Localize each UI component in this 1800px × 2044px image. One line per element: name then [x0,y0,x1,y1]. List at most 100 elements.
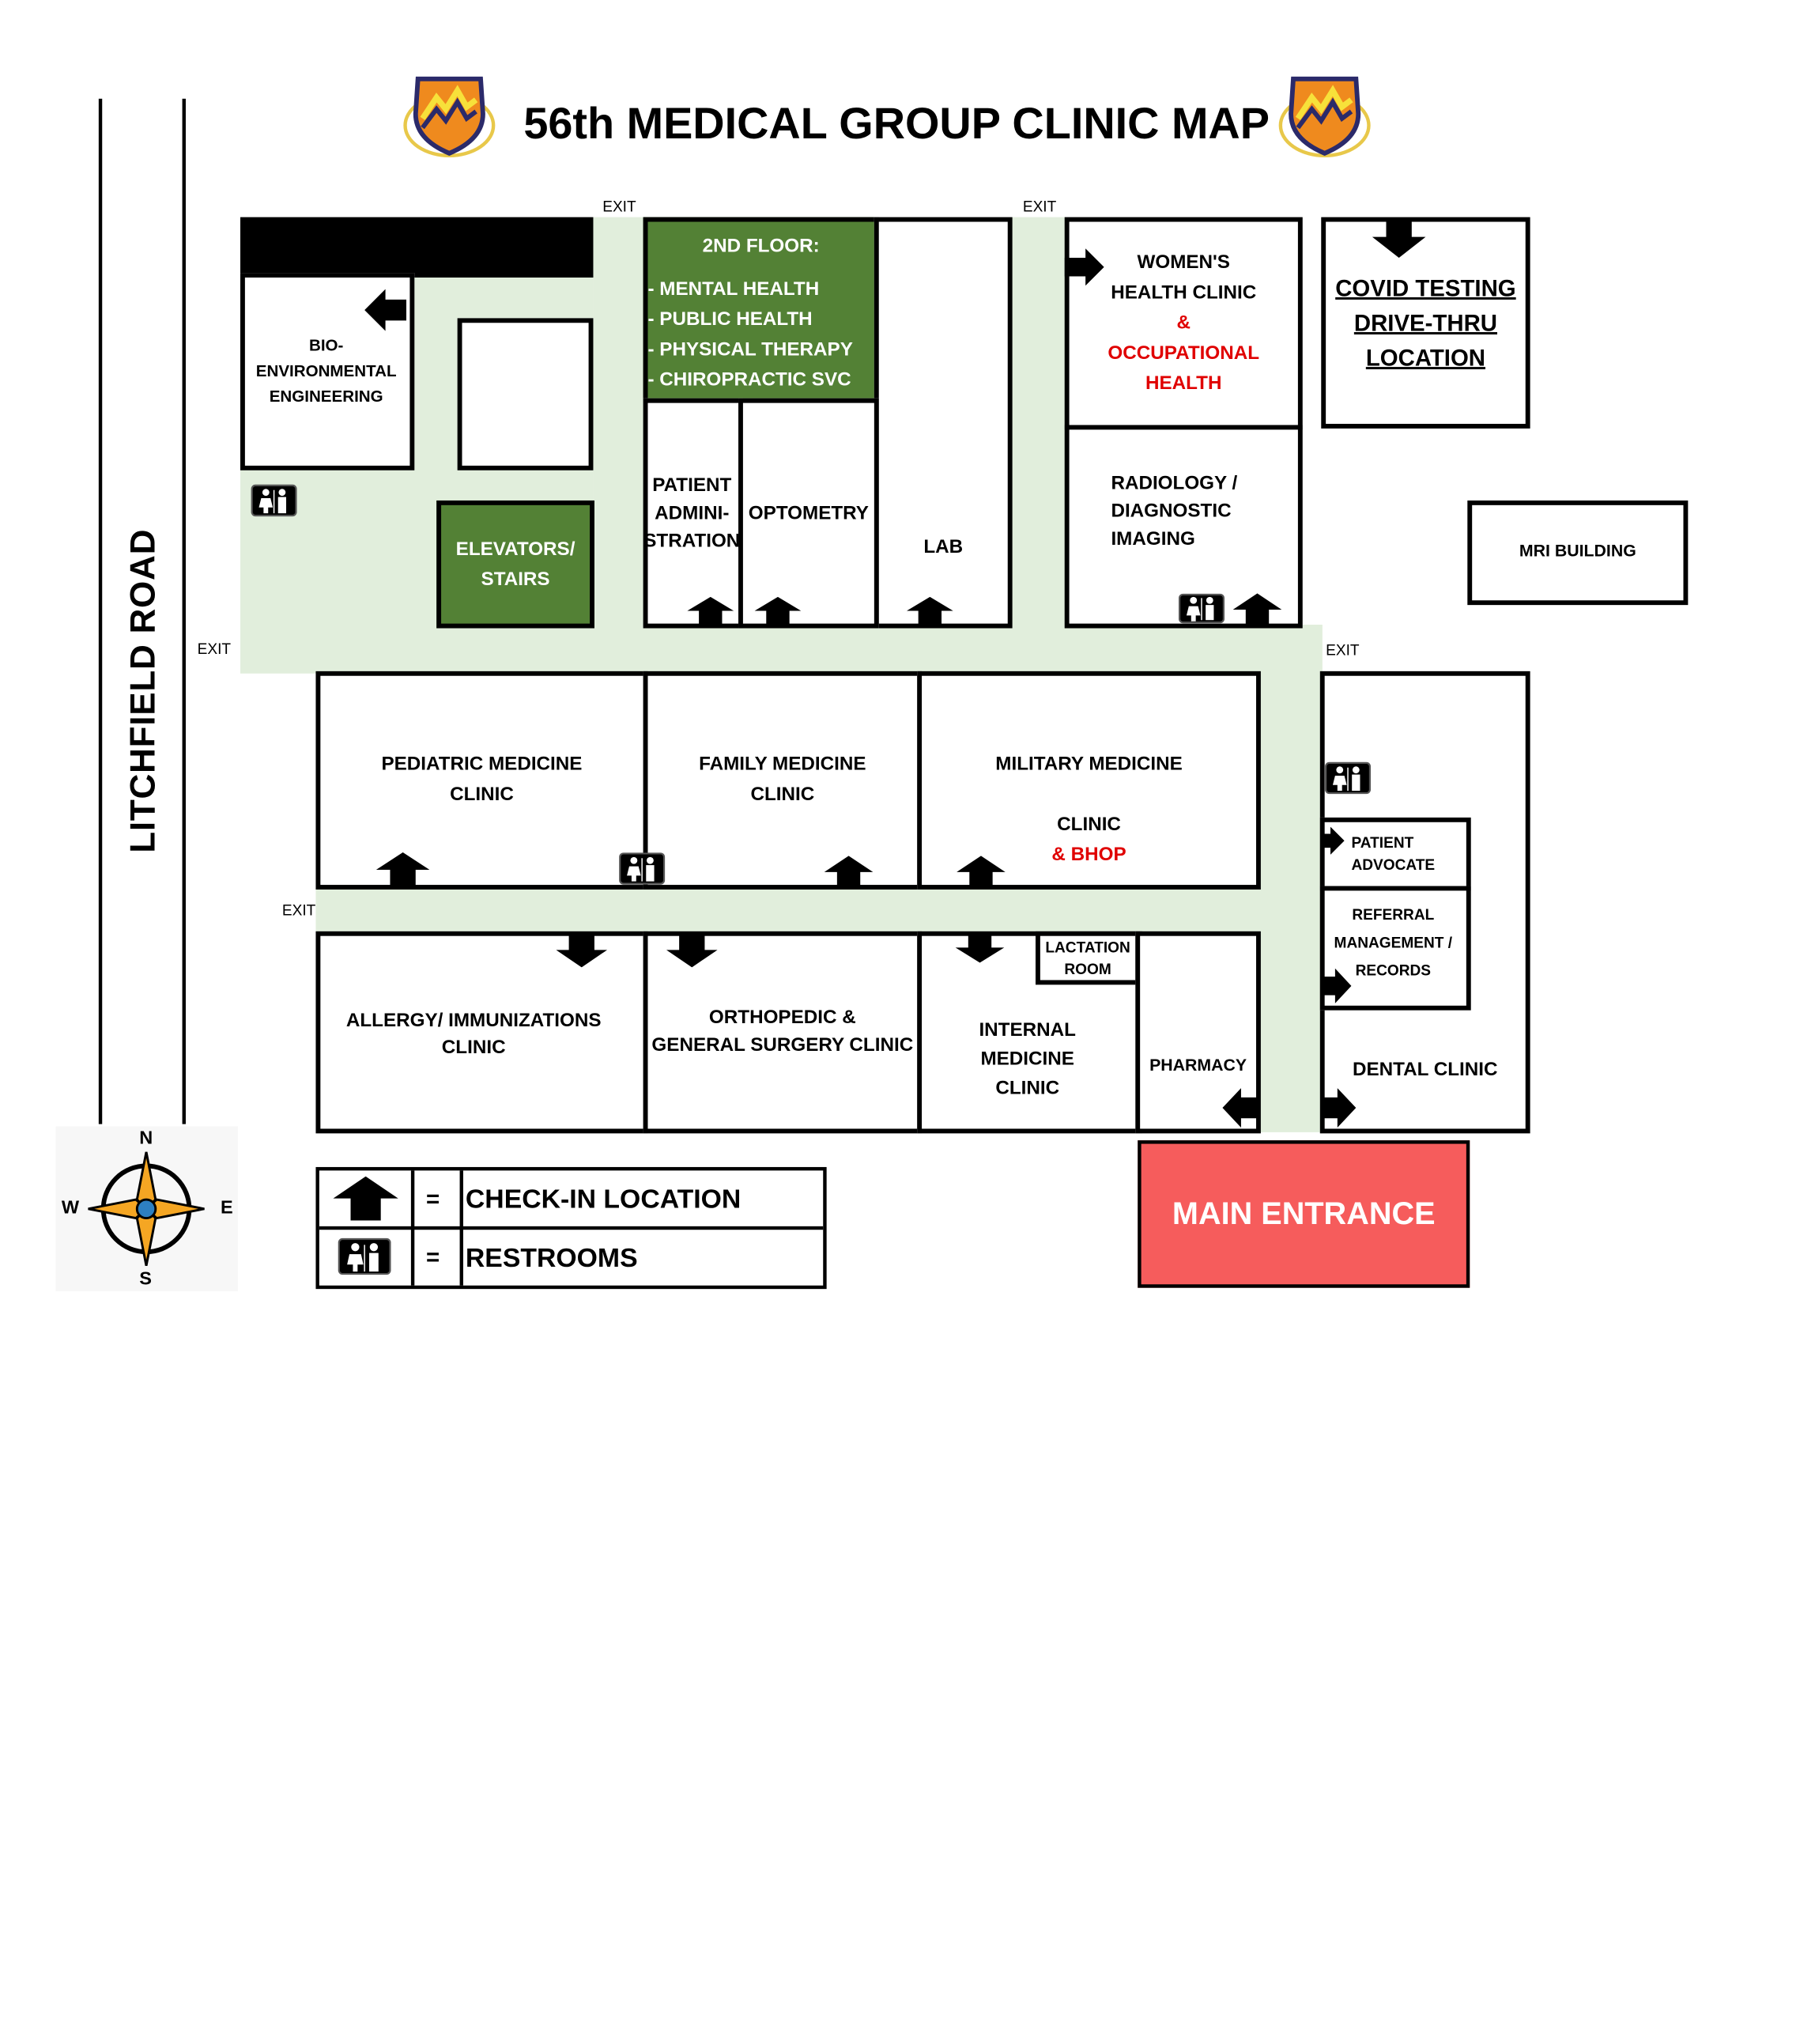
room-pharmacy [1135,931,1261,1134]
room-unlabeled-nw [457,318,594,470]
exit-label: EXIT [1022,197,1057,215]
hallway-east-ns [1258,625,1323,1132]
second-floor-item: - PUBLIC HEALTH [647,308,813,331]
label-womens-health: WOMEN'S HEALTH CLINIC [1111,251,1257,304]
label-orthopedic-surgery: ORTHOPEDIC & GENERAL SURGERY CLINIC [651,1007,914,1056]
label-allergy-immunizations: ALLERGY/ IMMUNIZATIONS CLINIC [345,1010,602,1058]
checkin-arrow-icon [1222,1088,1260,1133]
room-second-floor [643,217,879,403]
checkin-arrow-icon [754,596,802,631]
room-patient-administration [643,398,743,629]
legend-divider-v2 [459,1170,463,1286]
room-lab [874,217,1013,629]
room-optometry [738,398,879,629]
restroom-icon [619,852,666,890]
legend-restrooms-label: RESTROOMS [465,1242,638,1273]
label-womens-amp: & [1176,312,1191,334]
room-allergy-immunizations [315,931,648,1134]
label-dental-clinic: DENTAL CLINIC [1352,1059,1498,1080]
legend-divider-h [319,1226,824,1230]
room-family-medicine [643,671,923,890]
checkin-arrow-icon [666,932,718,973]
exit-label: EXIT [602,197,636,215]
compass: N S W E [55,1126,239,1292]
label-military-clinic-line: CLINIC & BHOP [917,779,1261,870]
legend-divider-v1 [410,1170,415,1286]
room-mri-building [1467,500,1689,606]
checkin-arrow-icon [1321,968,1352,1009]
legend: = = CHECK-IN LOCATION RESTROOMS [315,1166,827,1290]
medical-group-crest-left-icon [402,67,496,162]
compass-n: N [139,1128,153,1149]
label-bio-environmental: BIO- ENVIRONMENTAL ENGINEERING [255,335,397,406]
restroom-icon [1178,593,1225,629]
hallway-lower-ew [315,887,1322,934]
second-floor-list: - MENTAL HEALTH - PUBLIC HEALTH - PHYSIC… [647,274,852,395]
room-elevators-stairs [436,500,594,629]
road-line-west [98,98,103,1124]
exit-label: EXIT [281,901,316,919]
label-optometry: OPTOMETRY [748,502,869,524]
checkin-arrow-icon [1321,1088,1357,1133]
medical-group-crest-right-icon [1277,67,1372,162]
legend-checkin-label: CHECK-IN LOCATION [465,1183,742,1214]
restroom-icon [251,484,297,522]
covid-line: DRIVE-THRU [1353,311,1498,337]
road-label: LITCHFIELD ROAD [124,528,163,853]
covid-testing-text: COVID TESTING DRIVE-THRU LOCATION [1321,272,1530,376]
label-patient-administration: PATIENT ADMINI- STRATION [643,474,741,552]
label-military-medicine: MILITARY MEDICINE [995,754,1183,775]
covid-line: LOCATION [1365,346,1486,372]
label-family-medicine: FAMILY MEDICINE CLINIC [699,754,866,805]
label-internal-medicine: INTERNAL MEDICINE CLINIC [979,1019,1076,1099]
second-floor-item: - MENTAL HEALTH [647,278,820,300]
checkin-arrow-icon [1232,593,1282,631]
road-line-east [182,98,186,1124]
checkin-arrow-icon [906,596,953,631]
hallway-north-1 [593,217,645,636]
room-pediatric-medicine [315,671,648,890]
page-title: 56th MEDICAL GROUP CLINIC MAP [523,100,1270,149]
restroom-icon [1325,761,1372,799]
arrow-left-icon [364,289,407,337]
label-second-floor-title: 2ND FLOOR: [702,236,820,257]
checkin-arrow-icon [824,856,874,894]
arrow-down-icon [1372,218,1426,263]
restroom-icon [338,1237,391,1281]
label-lactation: LACTATION ROOM [1045,938,1130,978]
checkin-arrow-icon [556,932,608,973]
compass-s: S [139,1269,152,1290]
checkin-arrow-icon [375,852,430,893]
label-referral-management: REFERRAL MANAGEMENT / RECORDS [1334,905,1453,980]
covid-line: COVID TESTING [1335,276,1516,302]
checkin-arrow-icon [957,856,1006,894]
checkin-arrow-icon [687,596,734,631]
label-pharmacy: PHARMACY [1149,1056,1247,1075]
arrow-right-icon [1064,248,1104,291]
hallway-north-2 [1011,217,1066,636]
legend-equals: = [425,1186,440,1213]
label-elevators-stairs: ELEVATORS/ STAIRS [455,538,575,591]
hallway-main-ew [240,625,1323,674]
label-patient-advocate: PATIENT ADVOCATE [1351,833,1436,874]
label-radiology: RADIOLOGY / DIAGNOSTIC IMAGING [1111,472,1238,550]
main-entrance: MAIN ENTRANCE [1138,1140,1470,1288]
checkin-arrow-icon [955,932,1005,969]
legend-equals: = [425,1245,440,1271]
label-pediatric-medicine: PEDIATRIC MEDICINE CLINIC [381,754,583,805]
room-womens-health [1064,217,1303,430]
label-military-clinic: CLINIC [1057,814,1121,835]
exit-label: EXIT [197,640,232,658]
checkin-arrow-icon [1321,826,1345,861]
label-military-bhop: & BHOP [1051,844,1126,866]
second-floor-item: - CHIROPRACTIC SVC [647,369,851,391]
second-floor-item: - PHYSICAL THERAPY [647,338,853,361]
compass-w: W [61,1198,80,1218]
checkin-arrow-icon [333,1176,398,1226]
black-bar [240,217,594,278]
label-mri-building: MRI BUILDING [1519,542,1636,561]
label-occupational-health: OCCUPATIONAL HEALTH [1108,342,1260,394]
compass-e: E [221,1198,233,1218]
room-covid-testing [1321,217,1530,429]
